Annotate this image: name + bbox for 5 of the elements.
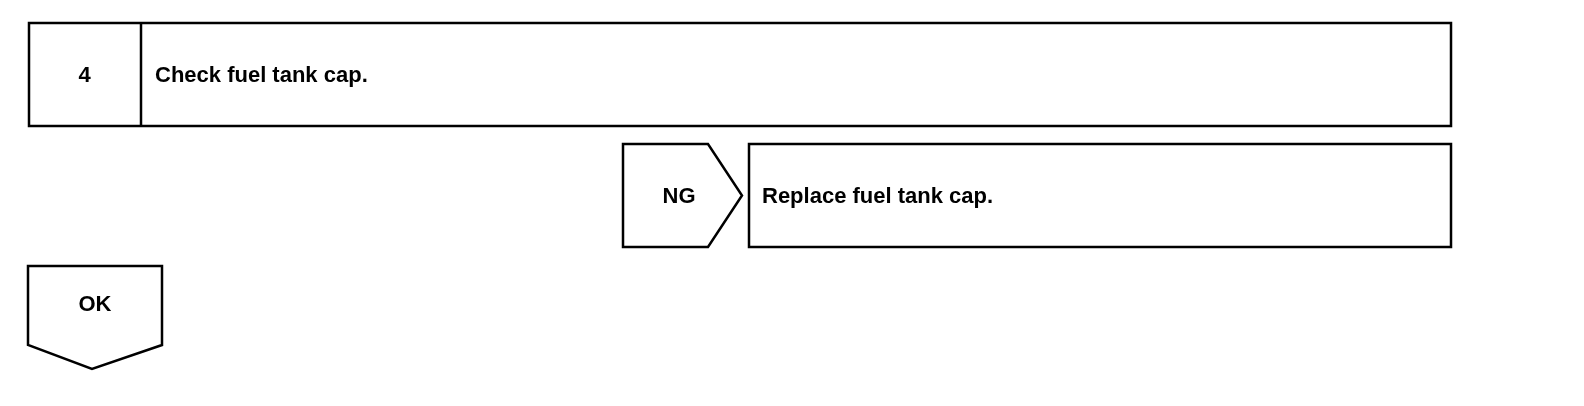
step-instruction: Check fuel tank cap. [155, 61, 368, 88]
step-number: 4 [78, 61, 91, 88]
result-label: NG [662, 182, 696, 209]
step-instruction: Replace fuel tank cap. [762, 182, 994, 209]
result-label: OK [78, 290, 112, 317]
